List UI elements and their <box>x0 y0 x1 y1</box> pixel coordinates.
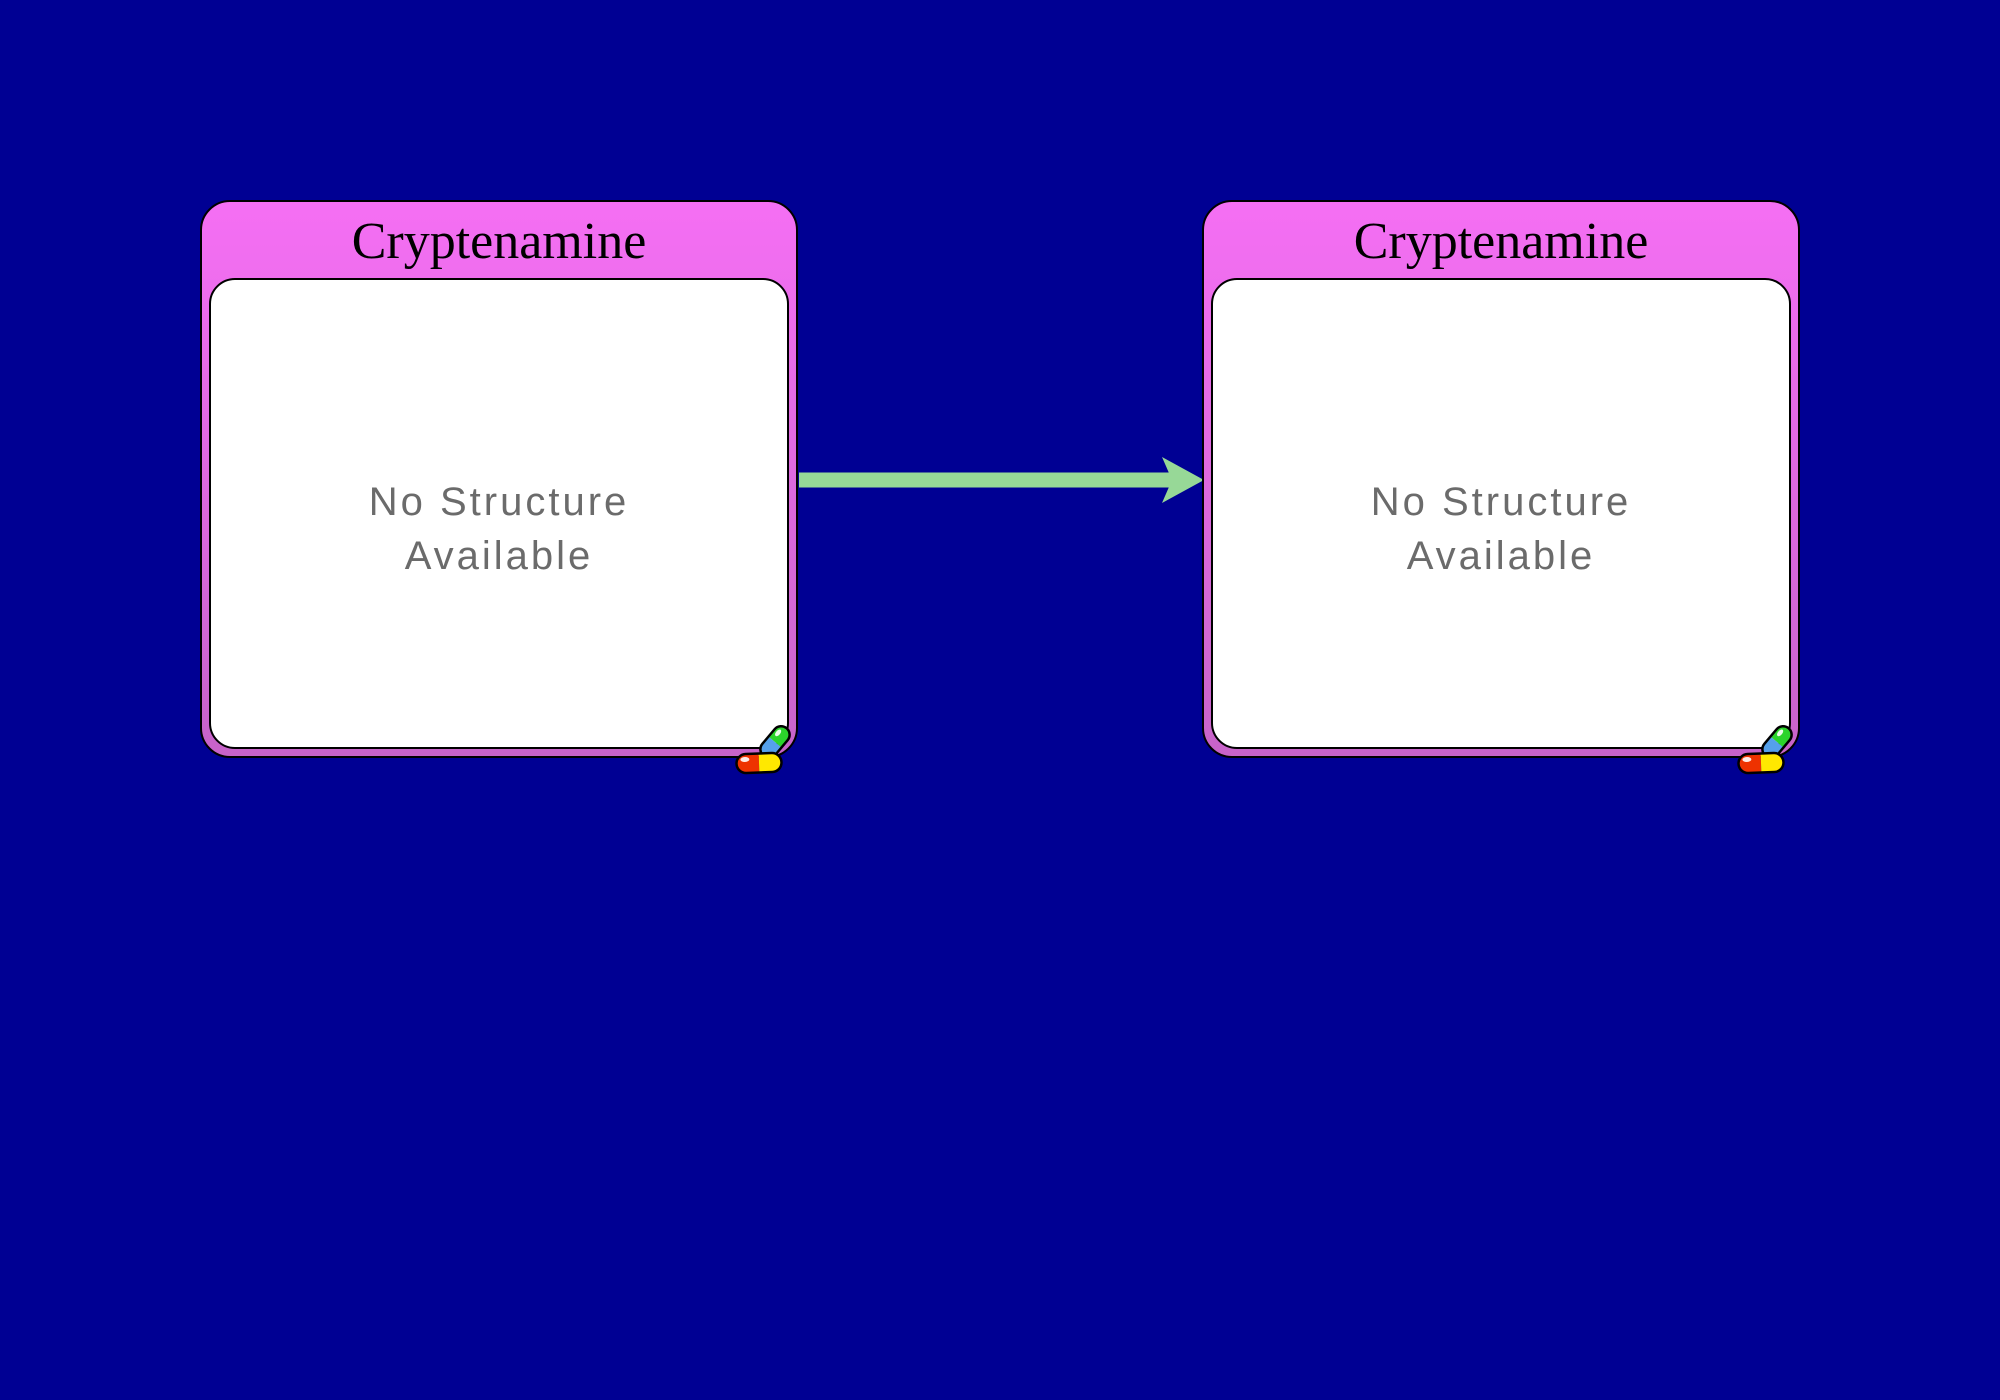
no-structure-text: No Structure Available <box>1370 479 1632 578</box>
pills-icon <box>735 724 791 775</box>
structure-panel: No Structure Available <box>209 278 789 749</box>
arrow-head-icon <box>1162 457 1204 503</box>
drug-card-right[interactable]: Cryptenamine No Structure Available <box>1202 200 1800 775</box>
drug-name-label: Cryptenamine <box>1353 213 1649 270</box>
no-structure-text: No Structure Available <box>368 479 630 578</box>
drug-card-left[interactable]: Cryptenamine No Structure Available <box>200 200 798 775</box>
pills-icon <box>1737 724 1793 775</box>
drug-name-label: Cryptenamine <box>351 213 647 270</box>
structure-panel: No Structure Available <box>1211 278 1791 749</box>
